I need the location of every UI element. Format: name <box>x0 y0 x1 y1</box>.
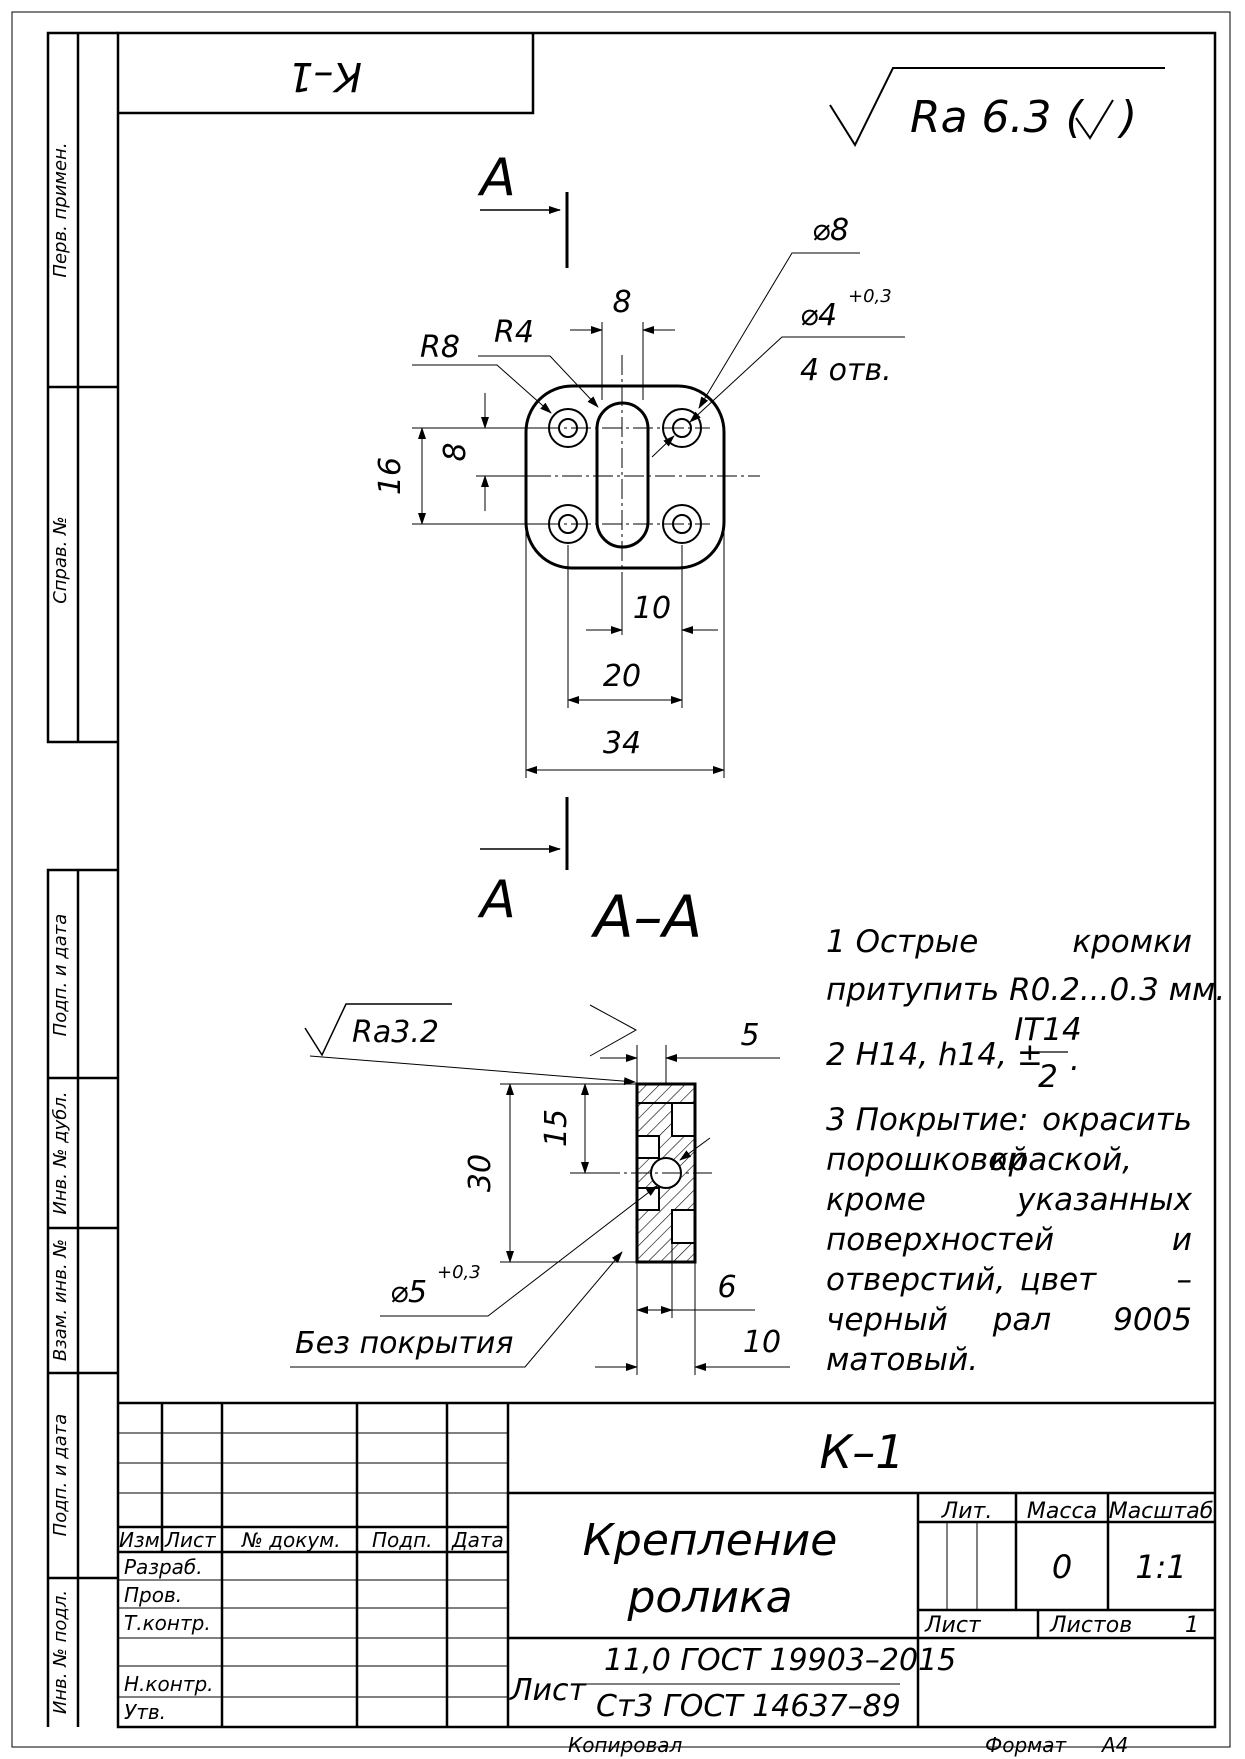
note-3-l3a: кроме <box>826 1182 926 1218</box>
note-3-l4b: и <box>1172 1222 1192 1258</box>
cut-mark-bottom-letter: А <box>477 870 516 930</box>
tb-material-l1: 11,0 ГОСТ 19903–2015 <box>604 1643 956 1678</box>
cut-mark-top-letter: А <box>477 148 516 208</box>
tb-row-prov: Пров. <box>124 1583 182 1607</box>
tb-material-prefix: Лист <box>509 1673 588 1708</box>
tb-material-l2: Ст3 ГОСТ 14637–89 <box>596 1689 901 1724</box>
tb-row-nkontr: Н.контр. <box>124 1672 214 1696</box>
dim-sec-30: 30 <box>463 1154 498 1192</box>
tb-row-tkontr: Т.контр. <box>124 1611 211 1635</box>
side-strip: Перв. примен. Справ. № Подп. и дата Инв.… <box>46 31 118 1727</box>
local-roughness-text: Ra3.2 <box>352 1015 439 1050</box>
tb-name-l1: Крепление <box>583 1515 838 1566</box>
dim-sec-no-coating: Без покрытия <box>295 1326 513 1361</box>
dim-sec-5: 5 <box>740 1018 759 1053</box>
corner-stamp-text: К–1 <box>288 53 362 99</box>
tb-lit-label: Лит. <box>941 1499 993 1524</box>
tb-sheet-label: Лист <box>924 1613 982 1638</box>
corner-stamp: К–1 <box>118 33 535 115</box>
tb-mass-value: 0 <box>1052 1548 1072 1586</box>
dim-plan-20: 20 <box>603 659 641 694</box>
general-roughness-close: ) <box>1117 92 1137 143</box>
plan-view: 8 8 16 10 20 34 R8 R4 ⌀ <box>373 213 905 778</box>
dim-plan-10: 10 <box>633 591 671 626</box>
cut-mark-bottom: А <box>477 797 569 930</box>
dim-plan-side8: 8 <box>438 442 473 461</box>
side-invdubl: Инв. № дубл. <box>50 1091 71 1214</box>
side-perv: Перв. примен. <box>50 142 71 277</box>
dim-sec-dia5: ⌀5 <box>390 1275 427 1310</box>
footer-copied: Копировал <box>568 1733 682 1757</box>
dim-sec-10: 10 <box>743 1325 781 1360</box>
tb-sheets-label: Листов <box>1049 1613 1132 1638</box>
footer-format-value: А4 <box>1100 1733 1128 1757</box>
note-3-l5c: – <box>1177 1262 1193 1298</box>
tb-col-list: Лист <box>164 1528 217 1552</box>
tb-designation: К–1 <box>820 1425 905 1479</box>
dim-plan-holes: 4 отв. <box>800 353 892 388</box>
note-2-den: 2 <box>1038 1059 1058 1095</box>
tb-scale-value: 1:1 <box>1135 1548 1187 1586</box>
footer-format: Формат <box>985 1733 1067 1757</box>
note-3-l5a: отверстий, <box>826 1262 1005 1298</box>
cut-mark-top: А <box>477 148 569 268</box>
note-3-l4a: поверхностей <box>826 1222 1054 1258</box>
note-1b: кромки <box>1072 924 1192 960</box>
note-3-l3b: указанных <box>1016 1182 1193 1218</box>
general-roughness-text: Ra 6.3 ( <box>910 92 1084 143</box>
tb-col-date: Дата <box>451 1528 504 1552</box>
section-title: А–А <box>590 883 702 951</box>
note-3-l2a: порошковой <box>826 1142 1027 1178</box>
dim-sec-15: 15 <box>539 1109 574 1147</box>
tb-mass-label: Масса <box>1027 1499 1097 1524</box>
tb-scale-label: Масштаб <box>1109 1499 1214 1524</box>
note-3-l7: матовый. <box>826 1342 978 1378</box>
note-1c: притупить R0.2...0.3 мм. <box>826 972 1225 1008</box>
note-3-l6b: рал <box>992 1302 1052 1338</box>
note-2-dot: . <box>1070 1042 1080 1078</box>
tb-sheets-value: 1 <box>1185 1613 1199 1638</box>
side-invpodl: Инв. № подл. <box>50 1590 71 1714</box>
side-vzam: Взам. инв. № <box>50 1239 71 1361</box>
dim-plan-dia8: ⌀8 <box>812 213 849 248</box>
dim-plan-top8: 8 <box>612 285 631 320</box>
dim-plan-dia4: ⌀4 <box>800 298 837 333</box>
section-view: 5 15 30 6 10 ⌀5 +0,3 Без покрытия <box>290 1003 790 1375</box>
tb-name-l2: ролика <box>626 1572 792 1623</box>
title-block: Изм. Лист № докум. Подп. Дата Разраб. Пр… <box>118 1401 1215 1727</box>
frame <box>11 11 1231 1748</box>
dim-plan-side16: 16 <box>373 457 408 495</box>
note-3-l2b: краской, <box>990 1142 1132 1178</box>
tb-col-doc: № докум. <box>241 1528 341 1552</box>
tb-col-izm: Изм. <box>119 1528 166 1552</box>
dim-sec-6: 6 <box>717 1270 736 1305</box>
side-podp1: Подп. и дата <box>50 914 71 1037</box>
dim-plan-r8: R8 <box>420 330 460 365</box>
note-3-l6a: черный <box>826 1302 948 1338</box>
note-2-num: IT14 <box>1014 1012 1082 1048</box>
dim-plan-dia4-tol: +0,3 <box>848 286 892 307</box>
tb-row-utv: Утв. <box>124 1700 166 1724</box>
note-3-l5b: цвет <box>1020 1262 1097 1298</box>
note-1a: 1 Острые <box>826 924 978 960</box>
dim-plan-r4: R4 <box>494 315 534 350</box>
side-podp2: Подп. и дата <box>50 1414 71 1537</box>
dim-sec-dia5-tol: +0,3 <box>437 1262 481 1283</box>
note-3-l6c: 9005 <box>1113 1302 1192 1338</box>
note-3-l1a: 3 Покрытие: <box>826 1102 1028 1138</box>
tb-col-podp: Подп. <box>372 1528 433 1552</box>
note-3-l1b: окрасить <box>1042 1102 1192 1138</box>
tb-row-razrab: Разраб. <box>124 1555 203 1579</box>
side-sprav: Справ. № <box>50 516 71 604</box>
dim-plan-34: 34 <box>603 726 641 761</box>
note-2a: 2 H14, h14, ± <box>826 1037 1043 1073</box>
tech-notes: 1 Острые кромки притупить R0.2...0.3 мм.… <box>826 924 1225 1378</box>
general-roughness-symbol: Ra 6.3 ( ) <box>829 67 1165 148</box>
